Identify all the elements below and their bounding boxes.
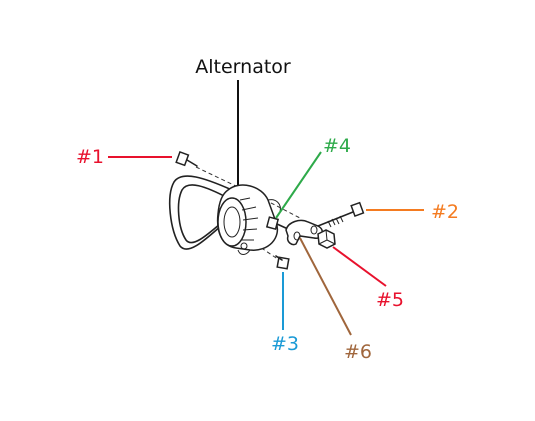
callout-label-5: #5: [376, 289, 404, 311]
callout-label-2: #2: [431, 201, 459, 223]
callout-label-1: #1: [76, 146, 104, 168]
callout-leader-6: [299, 237, 352, 336]
callout-label-6: #6: [344, 341, 372, 363]
nut-5: [317, 229, 336, 249]
callout-6: #6: [299, 237, 372, 363]
bolt-1: [175, 150, 198, 167]
callout-2: #2: [366, 201, 459, 223]
bolt-2: [317, 201, 365, 228]
callout-leader-5: [332, 246, 387, 287]
diagram-title: Alternator: [195, 56, 291, 78]
drive-belt: [168, 175, 233, 250]
callout-label-3: #3: [271, 333, 299, 355]
alternator-body: [216, 184, 281, 255]
callout-label-4: #4: [323, 135, 351, 157]
callout-1: #1: [76, 146, 172, 168]
callout-4: #4: [275, 135, 351, 219]
callout-5: #5: [332, 246, 404, 311]
callout-leader-4: [275, 151, 322, 219]
bolt-3: [275, 255, 290, 270]
adjusting-bracket: [285, 219, 324, 246]
callout-3: #3: [271, 272, 299, 355]
